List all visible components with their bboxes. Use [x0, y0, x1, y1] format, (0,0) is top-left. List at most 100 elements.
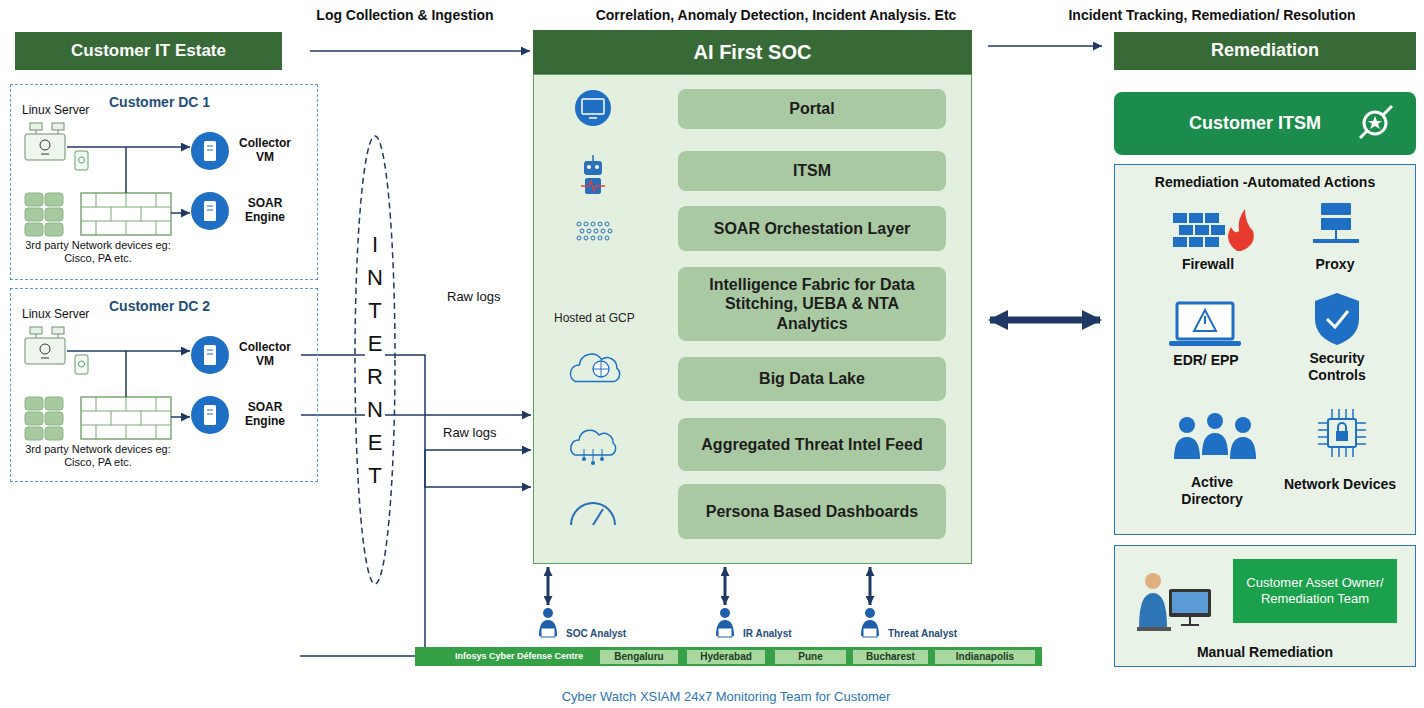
text-box: Customer Asset Owner/ Remediation Team — [1233, 559, 1397, 623]
text-box: Remediation — [1114, 32, 1416, 70]
connector-arrow — [547, 567, 550, 605]
text-box: Aggregated Threat Intel Feed — [678, 418, 946, 471]
node-text: Customer Asset Owner/ Remediation Team — [1241, 575, 1389, 606]
icon-part — [589, 117, 597, 119]
icon-part — [96, 397, 156, 411]
node-text: Customer ITSM — [1189, 113, 1321, 135]
icon-part — [585, 178, 601, 194]
connector-arrow — [869, 567, 872, 605]
text-box: ITSM — [678, 151, 946, 191]
dot-grid — [608, 229, 612, 233]
globe-icon — [593, 361, 609, 377]
header-bar: Remediation — [1114, 32, 1416, 70]
icon-part — [81, 207, 171, 221]
icon-part — [1202, 433, 1228, 455]
icon-part — [1318, 409, 1366, 457]
icon-part — [36, 334, 58, 338]
node-text: Customer DC 1 — [109, 94, 210, 111]
text-box: Collector VM — [189, 335, 299, 375]
people-icon — [1235, 417, 1251, 433]
itsm-box: Customer ITSM — [1114, 92, 1416, 155]
analyst-icon — [543, 608, 553, 618]
node-text: Collector VM — [231, 341, 299, 369]
text-box: Bengaluru — [600, 650, 678, 664]
text-box: Big Data Lake — [678, 357, 946, 401]
node-text: Remediation — [1211, 40, 1319, 62]
connector-arrow — [301, 355, 531, 487]
cloud-icon — [570, 354, 619, 381]
header-bar: AI First SOC — [533, 30, 972, 74]
node-text: Bucharest — [866, 650, 915, 664]
action-label: EDR/ EPP — [1156, 352, 1256, 369]
icon-part — [718, 628, 732, 637]
icon-part — [1338, 423, 1346, 431]
icon-part — [1172, 592, 1208, 613]
city-box: Indianapolis — [935, 650, 1035, 664]
city-box: Pune — [775, 650, 846, 664]
portal-icon — [575, 90, 611, 126]
vertical-text: INTERNET — [365, 228, 385, 492]
node-text: Intelligence Fabric for Data Stitching, … — [690, 275, 934, 333]
log-line — [67, 350, 190, 352]
action-label: Active Directory — [1170, 474, 1254, 508]
icon-part — [111, 207, 141, 221]
network-device — [25, 397, 43, 410]
text-box: Intelligence Fabric for Data Stitching, … — [678, 267, 946, 341]
icon-part — [593, 509, 603, 525]
dot-grid — [591, 236, 595, 240]
laptop-icon — [1177, 303, 1233, 339]
node-text: Big Data Lake — [759, 369, 865, 388]
network-device — [25, 193, 43, 206]
connector-arrow — [301, 414, 531, 416]
mini-screen — [30, 123, 42, 130]
server-circle — [191, 396, 229, 434]
icon-part — [41, 154, 49, 155]
log-line — [171, 212, 190, 214]
badge — [75, 151, 88, 170]
icon-part — [41, 358, 49, 359]
icon-part — [582, 457, 586, 461]
node-text: SOAR Orchestation Layer — [714, 219, 911, 238]
icon-part — [79, 157, 85, 163]
remediation-box: Manual RemediationCustomer Asset Owner/ … — [1114, 545, 1416, 667]
text-box: IR Analyst — [715, 606, 807, 642]
server-circle — [191, 336, 229, 374]
icon-part — [1194, 310, 1216, 331]
firewall-device — [81, 193, 171, 235]
node-text: Collector VM — [231, 137, 299, 165]
node-text: Customer DC 2 — [109, 298, 210, 315]
icon-part — [96, 221, 156, 235]
icon-part — [1360, 106, 1392, 138]
node-text: Threat Analyst — [888, 628, 957, 640]
dot-grid — [601, 229, 605, 233]
caption: Cyber Watch XSIAM 24x7 Monitoring Team f… — [426, 689, 1026, 704]
network-device — [25, 223, 43, 236]
icon-part — [111, 411, 141, 425]
mini-screen — [30, 327, 42, 334]
text-box: Customer IT Estate — [15, 32, 282, 70]
dot-grid — [594, 229, 598, 233]
icon-part — [207, 350, 213, 354]
platform-layer: Aggregated Threat Intel Feed — [678, 418, 946, 471]
analyst-role: IR Analyst — [715, 606, 807, 642]
node-text: Remediation -Automated Actions — [1155, 174, 1375, 191]
monitor-icon — [1169, 589, 1211, 617]
icon-part — [207, 146, 213, 150]
text-box: Hyderabad — [687, 650, 765, 664]
node-text: Customer IT Estate — [71, 41, 226, 61]
city-box: Bengaluru — [600, 650, 678, 664]
connector-arrow — [425, 450, 531, 647]
text-box: SOC Analyst — [538, 606, 642, 642]
platform-panel: Hosted at GCPPortalITSMSOAR Orchestation… — [533, 74, 972, 564]
icon-part — [593, 361, 609, 377]
connector-arrow — [724, 567, 727, 605]
dot-grid — [598, 222, 602, 226]
icon-part — [204, 405, 216, 425]
dot-grid — [587, 229, 591, 233]
icon-part — [1181, 617, 1199, 625]
analyst-role: SOC Analyst — [538, 606, 642, 642]
skull-glyph — [40, 140, 50, 150]
cloud-icon — [571, 430, 616, 455]
dot-grid — [598, 236, 602, 240]
node-text: SOAR Engine — [231, 197, 299, 225]
